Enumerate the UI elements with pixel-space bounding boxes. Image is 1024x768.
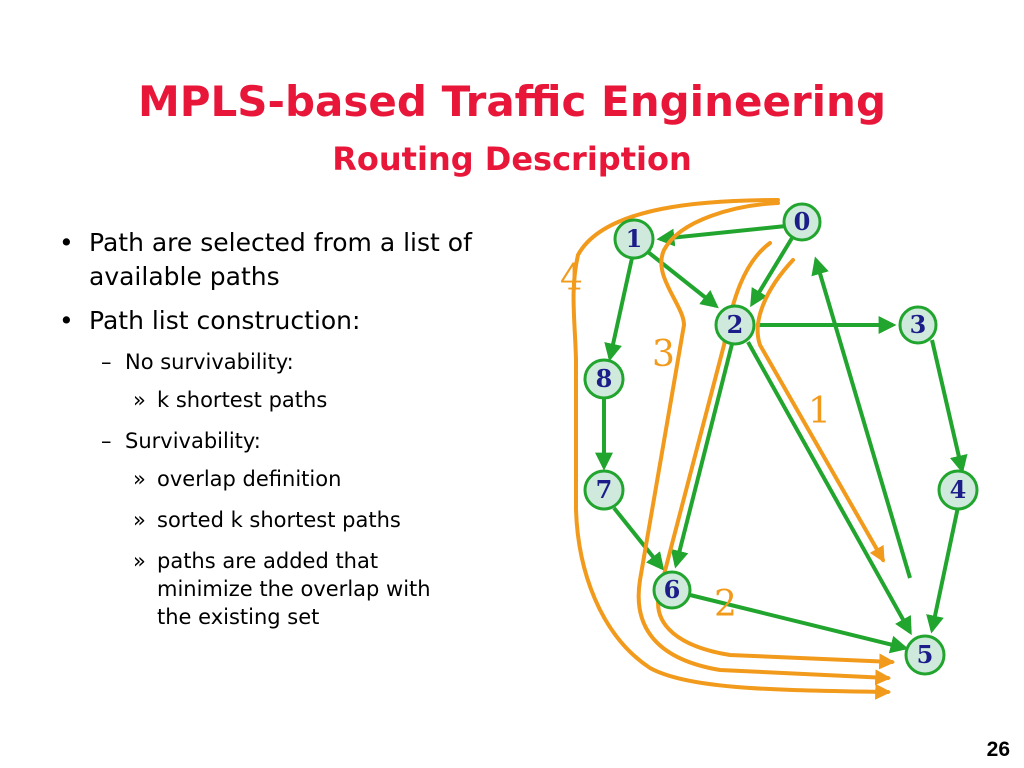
link-3-4 [930,339,968,474]
path-label-1: 1 [808,391,831,432]
network-links [595,224,968,654]
node-label: 2 [727,310,744,339]
slide-title: MPLS-based Traffic Engineering [137,77,887,126]
node-3: 3 [898,305,938,345]
bullet-text: Path are selected from a list of availab… [89,228,472,291]
node-0: 0 [782,202,822,242]
sub-sub-bullet-item: » overlap definition [55,465,525,493]
path-label-2: 2 [714,584,737,625]
sub-bullet-item: – Survivability: [55,427,525,455]
node-6: 6 [652,570,692,610]
network-nodes: 0 1 2 3 8 7 4 6 [583,202,979,676]
sub-sub-bullet-marker: » [133,549,146,573]
bullet-list: • Path are selected from a list of avail… [55,226,525,644]
sub-bullet-text: Survivability: [125,429,261,453]
link-4-5 [926,506,960,634]
node-1: 1 [613,218,655,260]
sub-bullet-item: – No survivability: [55,348,525,376]
bullet-marker: • [59,306,74,335]
sub-sub-bullet-marker: » [133,388,146,412]
node-5: 5 [904,634,946,676]
link-7-6 [612,506,665,571]
sub-sub-bullet-text: overlap definition [157,467,342,491]
bullet-marker: • [59,228,74,257]
link-0-2 [750,236,794,308]
path-3-line [636,201,892,686]
path-label-3: 3 [652,334,675,375]
sub-sub-bullet-text: paths are added that minimize the overla… [157,549,431,629]
node-label: 1 [626,224,643,253]
sub-sub-bullet-item: » sorted k shortest paths [55,506,525,534]
node-label: 5 [917,640,934,669]
slide-subtitle: Routing Description [332,140,692,178]
path-2-line [656,241,896,670]
link-1-8 [604,257,634,362]
node-2: 2 [714,304,756,346]
node-7: 7 [583,469,625,511]
sub-sub-bullet-text: sorted k shortest paths [157,508,401,532]
node-label: 0 [794,207,811,236]
link-5-0 [811,256,912,579]
link-0-1 [656,224,787,247]
link-6-5 [689,593,909,654]
sub-bullet-marker: – [101,350,112,374]
node-label: 3 [910,310,927,339]
path-1-line [755,258,885,563]
sub-bullet-marker: – [101,429,112,453]
sub-sub-bullet-text: k shortest paths [157,388,328,412]
node-label: 7 [596,475,613,504]
sub-bullet-text: No survivability: [125,350,294,374]
slide-number: 26 [986,738,1010,761]
link-2-5 [746,341,912,636]
node-label: 6 [664,575,681,604]
path-label-4: 4 [560,258,583,299]
link-2-6 [670,343,734,569]
node-label: 4 [950,475,967,504]
sub-sub-bullet-item: » k shortest paths [55,386,525,414]
node-4: 4 [937,469,979,511]
sub-sub-bullet-marker: » [133,508,146,532]
link-1-2 [646,250,719,309]
node-8: 8 [583,358,625,400]
path-4-line [571,198,892,700]
bullet-text: Path list construction: [89,306,361,335]
node-label: 8 [596,364,613,393]
bullet-item: • Path list construction: [55,304,525,338]
bullet-item: • Path are selected from a list of avail… [55,226,525,294]
sub-sub-bullet-item: » paths are added that minimize the over… [55,547,525,631]
sub-sub-bullet-marker: » [133,467,146,491]
